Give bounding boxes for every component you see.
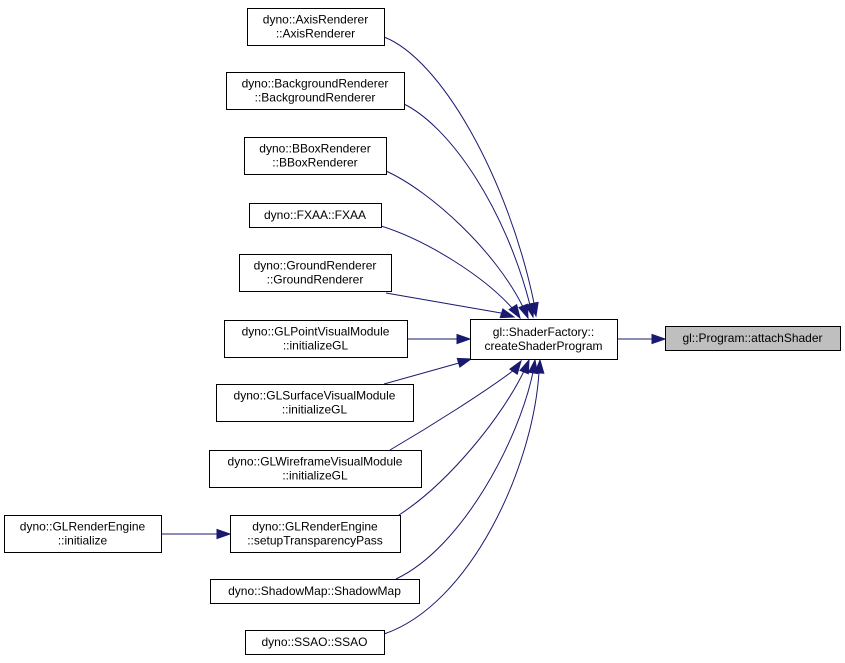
node-background[interactable]: dyno::BackgroundRenderer::BackgroundRend… <box>226 72 405 110</box>
edge-line <box>398 370 525 516</box>
edge-line <box>380 225 514 310</box>
edge-axis-to-factory <box>383 36 539 318</box>
node-label-line: ::initializeGL <box>282 403 348 417</box>
node-label-line: dyno::GLWireframeVisualModule <box>228 455 403 469</box>
node-label-line: dyno::FXAA::FXAA <box>264 208 366 222</box>
node-glsurface[interactable]: dyno::GLSurfaceVisualModule::initializeG… <box>216 384 414 422</box>
node-renderengine_init[interactable]: dyno::GLRenderEngine::initialize <box>4 515 162 553</box>
arrowhead-icon <box>216 528 232 540</box>
node-box <box>210 579 420 604</box>
arrowhead-icon <box>651 333 667 345</box>
edge-glwireframe-to-factory <box>389 359 522 451</box>
node-box <box>4 515 162 553</box>
node-label-line: gl::ShaderFactory:: <box>493 325 594 339</box>
edge-renderengine_transp-to-factory <box>398 358 530 516</box>
arrowhead-icon <box>508 359 522 376</box>
node-label-line: dyno::BackgroundRenderer <box>242 77 389 91</box>
node-label-line: dyno::GLRenderEngine <box>252 520 378 534</box>
node-attach[interactable]: gl::Program::attachShader <box>665 326 841 351</box>
node-box <box>224 320 408 358</box>
node-label-line: dyno::BBoxRenderer <box>259 142 370 156</box>
node-bbox[interactable]: dyno::BBoxRenderer::BBoxRenderer <box>244 137 387 175</box>
node-label-line: gl::Program::attachShader <box>682 331 822 345</box>
node-label-line: dyno::GLRenderEngine <box>20 520 146 534</box>
edge-bbox-to-factory <box>385 170 529 320</box>
node-label-line: dyno::GLPointVisualModule <box>242 325 390 339</box>
node-axis[interactable]: dyno::AxisRenderer::AxisRenderer <box>247 8 385 46</box>
edge-line <box>385 170 524 308</box>
edges-layer <box>161 36 667 635</box>
arrowhead-icon <box>456 357 473 368</box>
node-factory[interactable]: gl::ShaderFactory::createShaderProgram <box>470 319 618 360</box>
node-label-line: dyno::ShadowMap::ShadowMap <box>228 584 401 598</box>
node-ground[interactable]: dyno::GroundRenderer::GroundRenderer <box>239 254 392 292</box>
node-label-line: ::AxisRenderer <box>276 27 355 41</box>
node-glpoint[interactable]: dyno::GLPointVisualModule::initializeGL <box>224 320 408 358</box>
node-box <box>470 319 618 360</box>
arrowhead-icon <box>534 358 545 374</box>
node-fxaa[interactable]: dyno::FXAA::FXAA <box>249 203 382 228</box>
node-label-line: dyno::GLSurfaceVisualModule <box>234 389 396 403</box>
node-renderengine_transp[interactable]: dyno::GLRenderEngine::setupTransparencyP… <box>230 515 401 553</box>
edge-glsurface-to-factory <box>383 357 473 385</box>
edge-fxaa-to-factory <box>380 225 521 320</box>
node-box <box>244 137 387 175</box>
node-box <box>230 515 401 553</box>
edge-ground-to-factory <box>385 292 516 319</box>
node-label-line: ::GroundRenderer <box>267 273 364 287</box>
node-label-line: createShaderProgram <box>484 339 602 353</box>
edge-line <box>403 103 531 306</box>
edge-line <box>383 36 535 304</box>
node-ssao[interactable]: dyno::SSAO::SSAO <box>245 630 385 655</box>
edge-line <box>383 371 540 635</box>
node-box <box>216 384 414 422</box>
arrowhead-icon <box>527 358 539 375</box>
node-box <box>665 326 841 351</box>
arrowhead-icon <box>508 303 521 320</box>
node-shadowmap[interactable]: dyno::ShadowMap::ShadowMap <box>210 579 420 604</box>
edge-line <box>383 362 460 385</box>
edge-ssao-to-factory <box>383 358 545 635</box>
node-box <box>209 450 422 488</box>
node-box <box>247 8 385 46</box>
arrowhead-icon <box>518 303 529 320</box>
arrowhead-icon <box>456 333 472 345</box>
edge-line <box>385 292 502 314</box>
node-label-line: ::initializeGL <box>282 469 348 483</box>
node-label-line: ::BBoxRenderer <box>272 156 357 170</box>
node-label-line: dyno::GroundRenderer <box>254 259 377 273</box>
arrowhead-icon <box>519 358 530 375</box>
edge-renderengine_init-to-renderengine_transp <box>161 528 232 540</box>
node-label-line: ::initializeGL <box>283 339 349 353</box>
node-label-line: dyno::AxisRenderer <box>263 13 368 27</box>
node-label-line: ::setupTransparencyPass <box>247 534 383 548</box>
edge-shadowmap-to-factory <box>395 358 539 580</box>
nodes-layer: dyno::AxisRenderer::AxisRendererdyno::Ba… <box>4 8 841 655</box>
node-label-line: ::initialize <box>58 534 108 548</box>
arrowhead-icon <box>499 308 516 319</box>
node-label-line: dyno::SSAO::SSAO <box>261 635 367 649</box>
node-box <box>245 630 385 655</box>
edge-line <box>395 371 534 580</box>
node-glwireframe[interactable]: dyno::GLWireframeVisualModule::initializ… <box>209 450 422 488</box>
edge-background-to-factory <box>403 103 535 319</box>
edge-factory-to-attach <box>617 333 667 345</box>
edge-glpoint-to-factory <box>407 333 472 345</box>
node-label-line: ::BackgroundRenderer <box>255 91 376 105</box>
node-box <box>249 203 382 228</box>
node-box <box>226 72 405 110</box>
node-box <box>239 254 392 292</box>
edge-line <box>389 369 515 451</box>
